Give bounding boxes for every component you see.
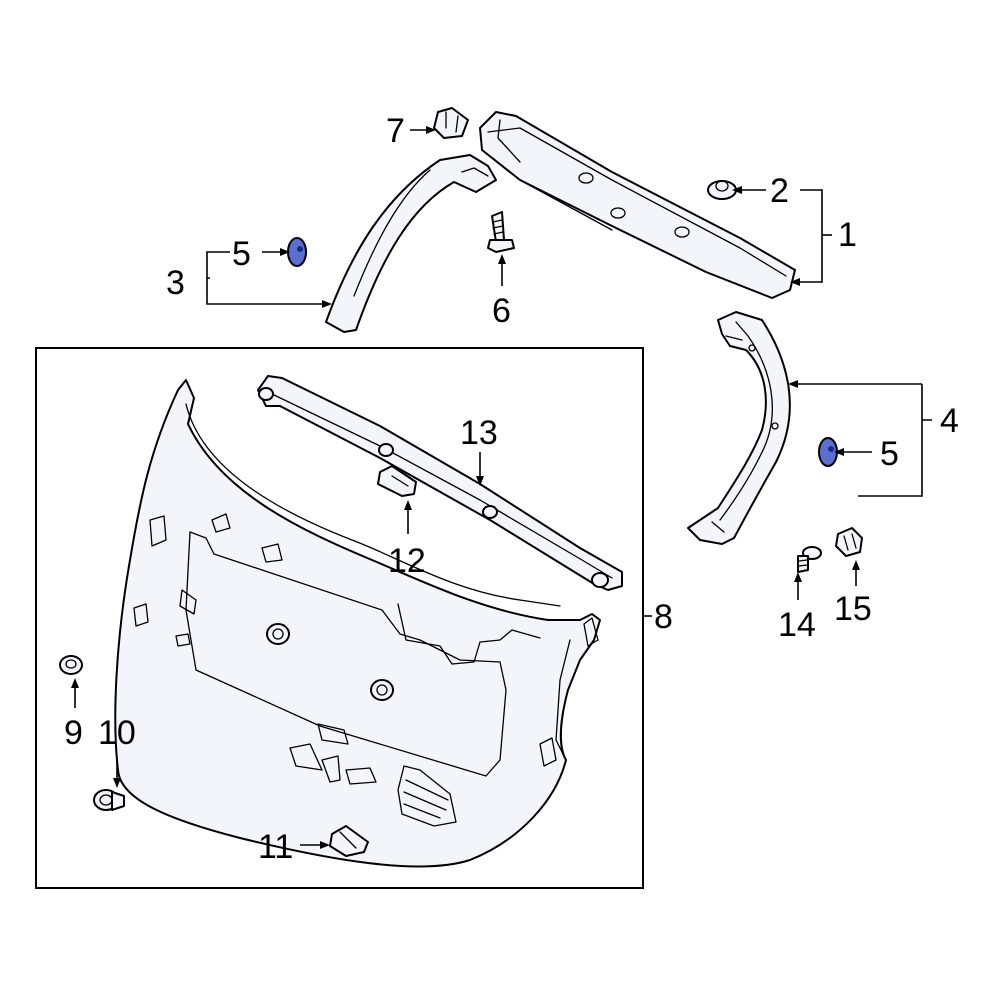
callout-14: 14 bbox=[778, 606, 816, 644]
callout-1: 1 bbox=[838, 216, 857, 254]
callout-5-left: 5 bbox=[232, 235, 251, 273]
part-8-liftgate-trim-panel[interactable] bbox=[114, 379, 601, 868]
callout-15: 15 bbox=[834, 590, 872, 628]
part-7-clip[interactable] bbox=[433, 107, 469, 139]
part-15-clip[interactable] bbox=[835, 527, 863, 557]
part-13-rail[interactable] bbox=[257, 375, 623, 591]
callout-11: 11 bbox=[258, 828, 293, 866]
callout-13: 13 bbox=[460, 414, 498, 452]
callout-10: 10 bbox=[98, 714, 136, 752]
callout-3: 3 bbox=[166, 264, 185, 302]
callout-6: 6 bbox=[492, 292, 511, 330]
part-5-clip-left[interactable] bbox=[287, 237, 307, 267]
callout-labels: 1 2 3 4 5 5 6 7 8 9 10 11 12 13 14 15 bbox=[64, 112, 959, 866]
callout-7: 7 bbox=[386, 112, 405, 150]
part-4-right-pillar-trim[interactable] bbox=[687, 311, 791, 545]
callout-12: 12 bbox=[388, 542, 426, 580]
callout-5-right: 5 bbox=[880, 435, 899, 473]
part-3-left-pillar-trim[interactable] bbox=[325, 154, 497, 333]
part-1-upper-garnish[interactable] bbox=[479, 111, 796, 299]
part-10-grommet[interactable] bbox=[93, 789, 125, 811]
part-2-clip[interactable] bbox=[707, 180, 737, 200]
part-12-handle-cover[interactable] bbox=[377, 465, 417, 497]
callout-2: 2 bbox=[770, 172, 789, 210]
part-11-clip[interactable] bbox=[329, 825, 369, 857]
callout-8: 8 bbox=[654, 598, 673, 636]
callout-4: 4 bbox=[940, 402, 959, 440]
callout-9: 9 bbox=[64, 714, 83, 752]
part-14-screw[interactable] bbox=[797, 546, 822, 573]
part-9-nut[interactable] bbox=[59, 655, 83, 675]
part-6-bolt[interactable] bbox=[487, 211, 515, 253]
leader-lines bbox=[71, 126, 932, 849]
assembly-8-frame bbox=[35, 347, 644, 889]
